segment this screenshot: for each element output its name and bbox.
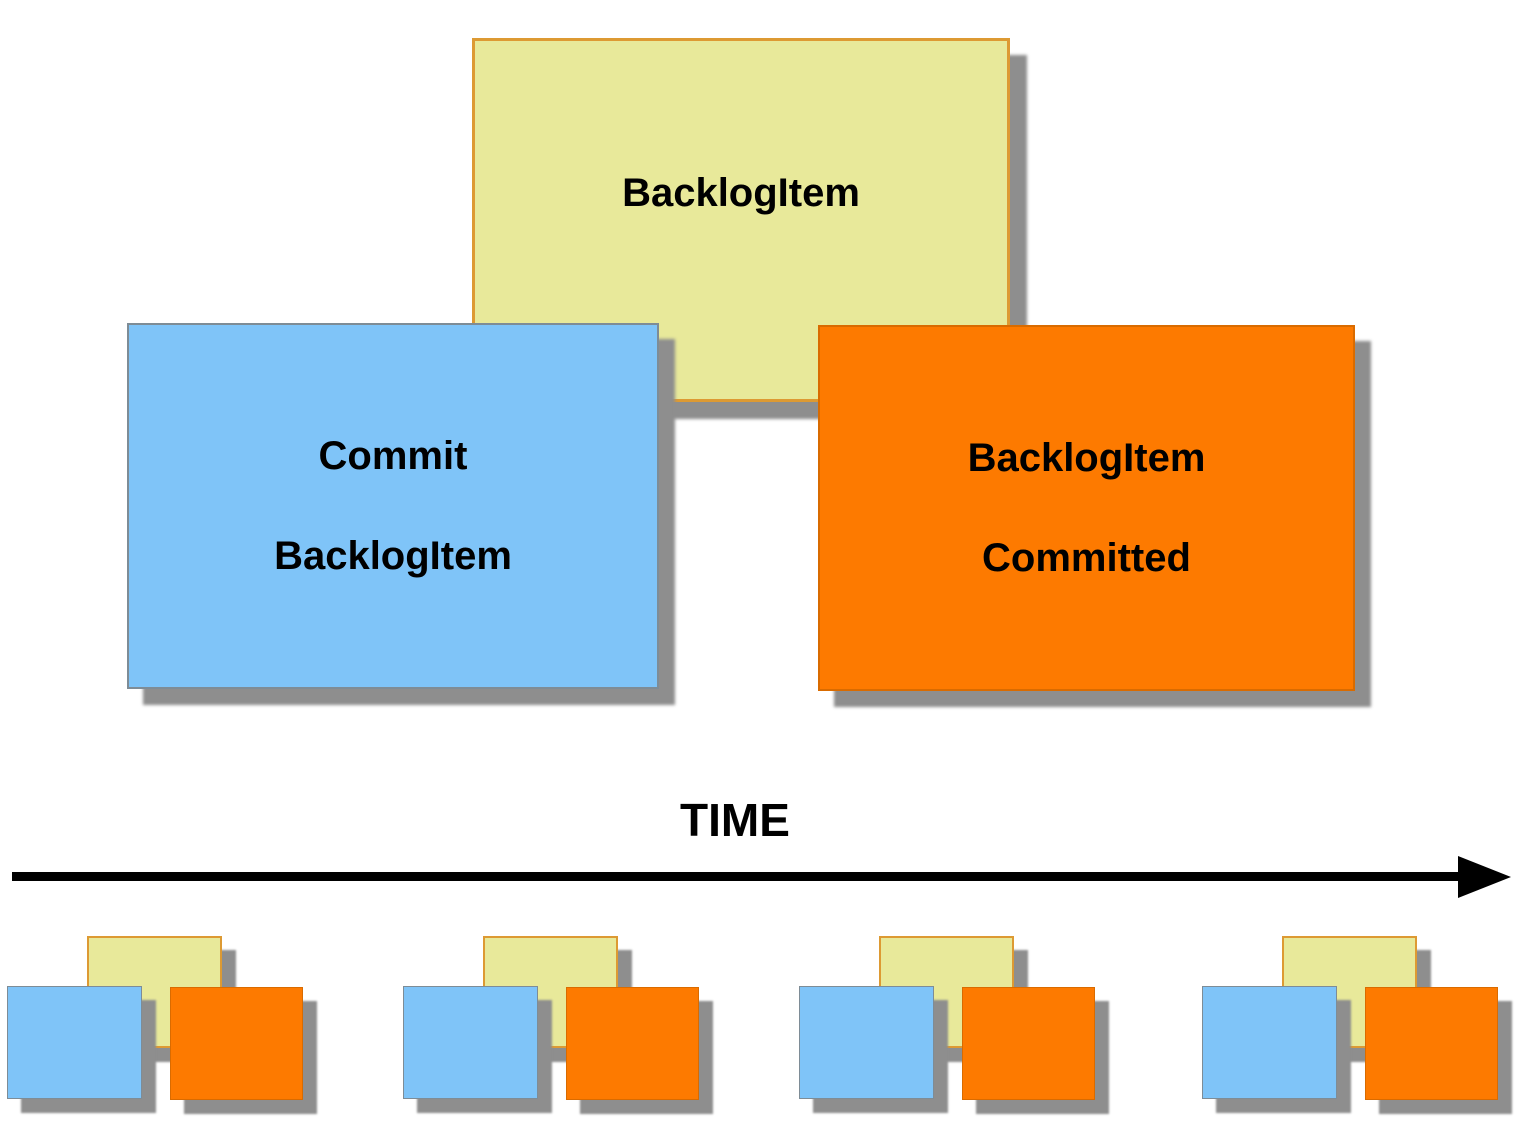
mini-cluster <box>1202 936 1520 1116</box>
mini-commit-backlog-item-box <box>7 986 142 1099</box>
time-axis-label: TIME <box>680 794 790 846</box>
mini-commit-backlog-item-box <box>799 986 934 1099</box>
node-backlog-item-committed-line2: Committed <box>982 536 1191 580</box>
node-backlog-item-committed-line1: BacklogItem <box>967 436 1206 480</box>
mini-backlog-item-committed-box <box>170 987 303 1100</box>
time-arrow-line <box>12 872 1464 881</box>
mini-backlog-item-committed-box <box>566 987 699 1100</box>
mini-backlog-item-committed-box <box>962 987 1095 1100</box>
mini-commit-backlog-item-box <box>403 986 538 1099</box>
mini-commit-backlog-item-box <box>1202 986 1337 1099</box>
mini-cluster <box>403 936 721 1116</box>
mini-backlog-item-committed-box <box>1365 987 1498 1100</box>
mini-cluster <box>799 936 1117 1116</box>
node-backlog-item-committed-label: BacklogItem Committed <box>968 383 1206 633</box>
node-commit-backlog-item: Commit BacklogItem <box>127 323 659 689</box>
mini-cluster <box>7 936 325 1116</box>
node-commit-backlog-item-line1: Commit <box>318 434 468 478</box>
node-backlog-item-label: BacklogItem <box>622 171 860 215</box>
node-commit-backlog-item-line2: BacklogItem <box>274 534 512 578</box>
node-commit-backlog-item-label: Commit BacklogItem <box>274 381 512 631</box>
node-backlog-item-committed: BacklogItem Committed <box>818 325 1355 691</box>
time-arrow-head-icon <box>1458 856 1511 898</box>
